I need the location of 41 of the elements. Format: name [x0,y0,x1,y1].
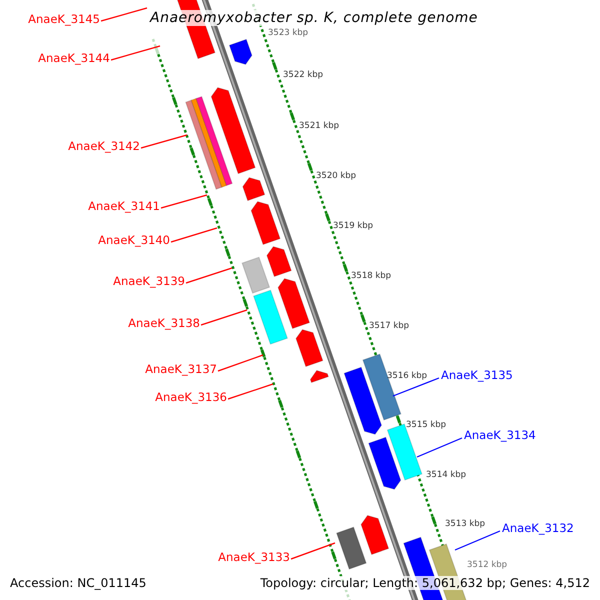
leader-line [100,7,148,22]
scale-label: 3522 kbp [283,71,324,80]
scale-label: 3518 kbp [351,272,392,280]
leader-line [140,134,188,149]
scale-label: 3514 kbp [426,471,466,480]
leader-line [392,377,440,397]
gene-label: AnaeK_3135 [441,370,513,382]
gene-label: AnaeK_3140 [98,235,170,246]
scale-label: 3517 kbp [369,322,410,330]
scale-label: 3512 kbp [467,561,508,570]
gene-label: AnaeK_3145 [28,14,100,26]
scale-label: 3520 kbp [316,172,356,180]
scale-label: 3515 kbp [406,421,446,430]
leader-line [160,194,208,209]
leader-line [186,267,232,284]
title: Anaeromyxobacter sp. K, complete genome [148,10,480,26]
scale-label: 3519 kbp [333,222,374,230]
scale-label: 3513 kbp [445,520,486,528]
leader-line [454,530,500,551]
leader-line [170,227,218,243]
gene-label: AnaeK_3142 [68,141,140,152]
gene-label: AnaeK_3132 [502,523,574,534]
accession-label: Accession: NC_011145 [8,576,148,590]
scale-label: 3523 kbp [268,29,308,38]
gene-label: AnaeK_3137 [145,364,217,376]
gene-label: AnaeK_3134 [464,430,536,442]
gene-label: AnaeK_3136 [155,392,227,404]
leader-line [200,309,248,326]
gene-label: AnaeK_3133 [218,552,290,564]
leader-line [290,542,336,560]
leader-line [416,437,462,458]
gene-label: AnaeK_3144 [38,53,110,64]
gene-label: AnaeK_3139 [113,276,185,288]
leader-line [110,45,160,61]
leader-line [218,354,264,372]
gene-label: AnaeK_3138 [128,318,200,330]
scale-label: 3516 kbp [387,372,428,380]
leader-line [228,383,274,400]
scale-label: 3521 kbp [299,122,340,130]
genome-stats-label: Topology: circular; Length: 5,061,632 bp; Genes: 4,512 [258,576,592,590]
gene-label: AnaeK_3141 [88,201,160,212]
